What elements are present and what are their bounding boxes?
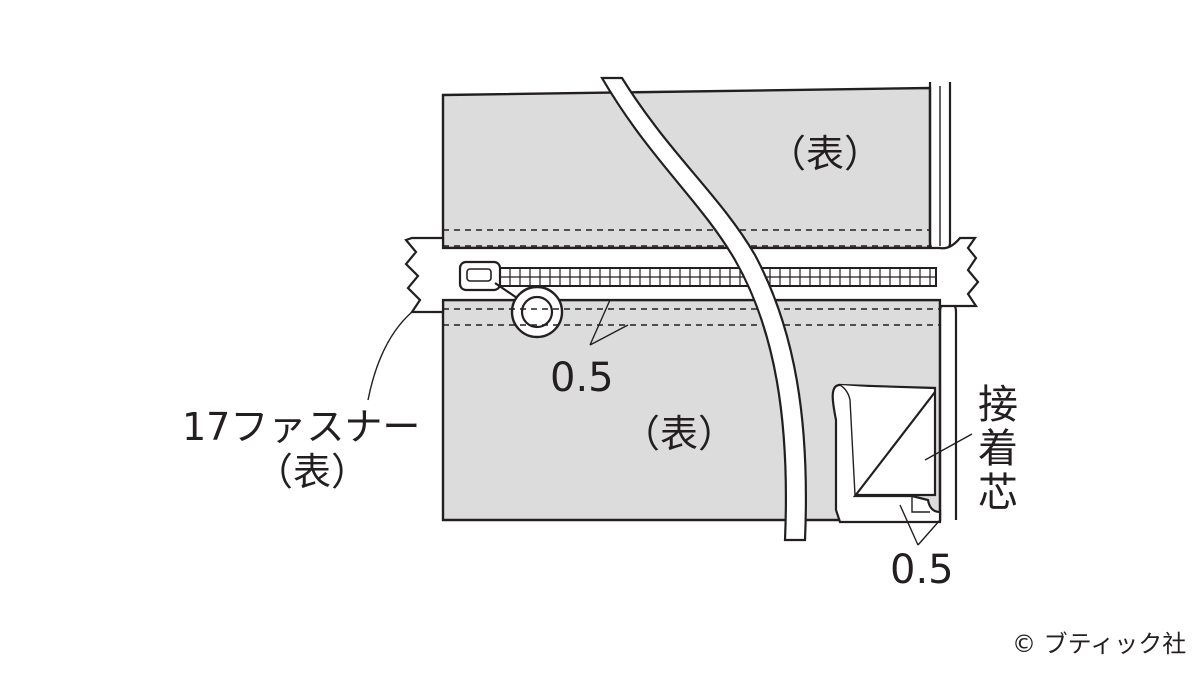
- break-line: [600, 76, 808, 542]
- label-interfacing-1: 接: [978, 382, 1018, 428]
- interfacing-piece: [831, 383, 942, 524]
- lower-fold-edge: [938, 300, 958, 520]
- label-front-lower: （表）: [622, 412, 736, 456]
- seam-pointer-corner: [899, 504, 941, 546]
- label-zipper-side: （表）: [255, 450, 369, 494]
- label-front-upper: （表）: [768, 132, 882, 176]
- interfacing-leader-line: [924, 433, 973, 461]
- label-seam-zipper: 0.5: [550, 355, 614, 401]
- label-interfacing-2: 着: [978, 426, 1018, 472]
- label-zipper-name: 17ファスナー: [182, 405, 420, 449]
- copyright-text: © ブティック社: [1012, 630, 1186, 658]
- label-seam-corner: 0.5: [890, 547, 954, 593]
- zipper-leader-line: [367, 311, 413, 401]
- label-interfacing-3: 芯: [978, 470, 1018, 516]
- seam-pointer-zipper: [589, 299, 629, 346]
